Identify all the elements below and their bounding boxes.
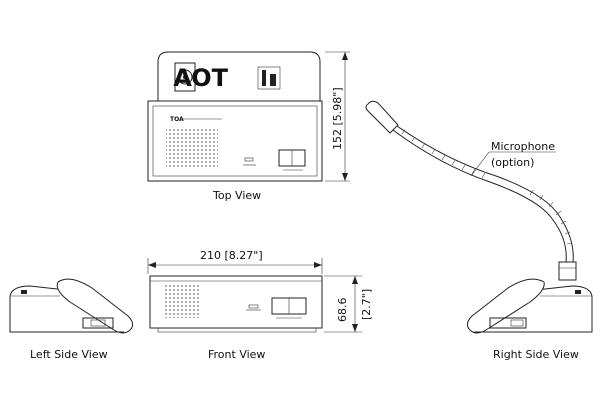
top-view-connector — [174, 62, 196, 92]
width-dimension-label: 210 [8.27"] — [200, 249, 263, 262]
front-view-caption: Front View — [208, 348, 265, 361]
top-view-brand-logo: TOA — [173, 64, 228, 92]
front-view: 210 [8.27"] 68.6 [2.7"] Front View — [147, 249, 373, 361]
right-side-lid — [466, 278, 545, 334]
microphone-collar — [558, 261, 577, 281]
left-side-view-caption: Left Side View — [30, 348, 108, 361]
callout-microphone: Microphone — [491, 140, 555, 153]
height-dimension-inch-label: [2.7"] — [360, 289, 373, 320]
left-side-connector — [82, 317, 114, 329]
front-view-speaker-grille — [163, 284, 201, 318]
depth-dimension-label: 152 [5.98"] — [331, 87, 344, 150]
microphone-gooseneck: Microphone (option) — [365, 100, 577, 281]
microphone-head — [365, 100, 399, 134]
left-side-view: Left Side View — [9, 278, 134, 361]
top-view-plate-logo: TOA — [170, 116, 184, 123]
right-side-view-caption: Right Side View — [493, 348, 579, 361]
height-dimension-label: 68.6 — [336, 298, 349, 323]
right-side-view: Right Side View — [466, 278, 593, 361]
top-view-logo-mark-icon — [257, 66, 281, 90]
top-view-speaker-grille — [166, 128, 218, 168]
left-side-lid — [56, 278, 134, 334]
right-side-connector — [489, 317, 527, 329]
top-view: TOA TOA 152 [5.98"] Top View — [147, 51, 350, 202]
callout-leader — [470, 151, 490, 177]
top-view-upper-housing — [157, 51, 321, 101]
callout-option: (option) — [491, 156, 534, 169]
top-view-caption: Top View — [212, 189, 261, 202]
